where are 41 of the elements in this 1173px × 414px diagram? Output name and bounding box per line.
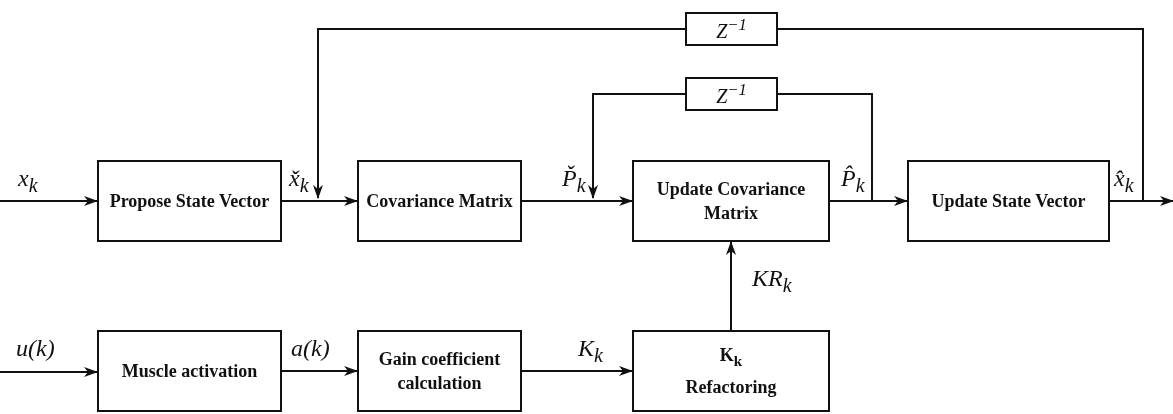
- process-box: [97, 160, 282, 242]
- process-box: [632, 330, 830, 412]
- edge-label: x̌$_{k}$: [289, 166, 309, 195]
- edge-label: x$_{k}$: [18, 166, 38, 195]
- edge-label: x̂$_{k}$: [1114, 166, 1134, 195]
- process-box: [907, 160, 1110, 242]
- delay-operator: Z$^{−1}$: [715, 78, 748, 109]
- arrow: [0, 196, 98, 206]
- arrow: [281, 366, 358, 376]
- box-label: Covariance Matrix: [365, 189, 514, 213]
- arrow: [588, 93, 686, 199]
- process-box: [357, 160, 522, 242]
- process-box: [357, 330, 522, 412]
- edge-label: P̂$_{k}$: [841, 166, 865, 195]
- edge-label: u(k): [16, 336, 55, 360]
- arrow: [1109, 196, 1173, 206]
- box-label: Update Covariance Matrix: [655, 177, 807, 225]
- arrow: [521, 196, 633, 206]
- box-label: Refactoring: [684, 375, 778, 399]
- edge-label: a(k): [291, 336, 330, 360]
- edge-label: P̌$_{k}$: [562, 166, 586, 195]
- box-label: Muscle activation: [120, 359, 259, 383]
- delay-block: [685, 12, 778, 46]
- box-label: Update State Vector: [930, 189, 1087, 213]
- arrow: [829, 196, 908, 206]
- box-label: Propose State Vector: [108, 189, 271, 213]
- box-label: Gain coefficient calculation: [377, 347, 502, 395]
- arrow: [0, 367, 98, 377]
- connector-line: [777, 93, 873, 202]
- process-box: [632, 160, 830, 242]
- edge-label: KR$_{k}$: [752, 266, 792, 295]
- arrow: [281, 196, 358, 206]
- delay-operator: Z$^{−1}$: [715, 13, 748, 44]
- box-label: K$_{k}$: [718, 343, 744, 371]
- arrow: [521, 366, 633, 376]
- arrow: [726, 241, 736, 331]
- arrow: [313, 28, 686, 199]
- edge-label: K$_{k}$: [578, 336, 603, 365]
- delay-block: [685, 77, 778, 111]
- connector-line: [777, 28, 1144, 202]
- process-box: [97, 330, 282, 412]
